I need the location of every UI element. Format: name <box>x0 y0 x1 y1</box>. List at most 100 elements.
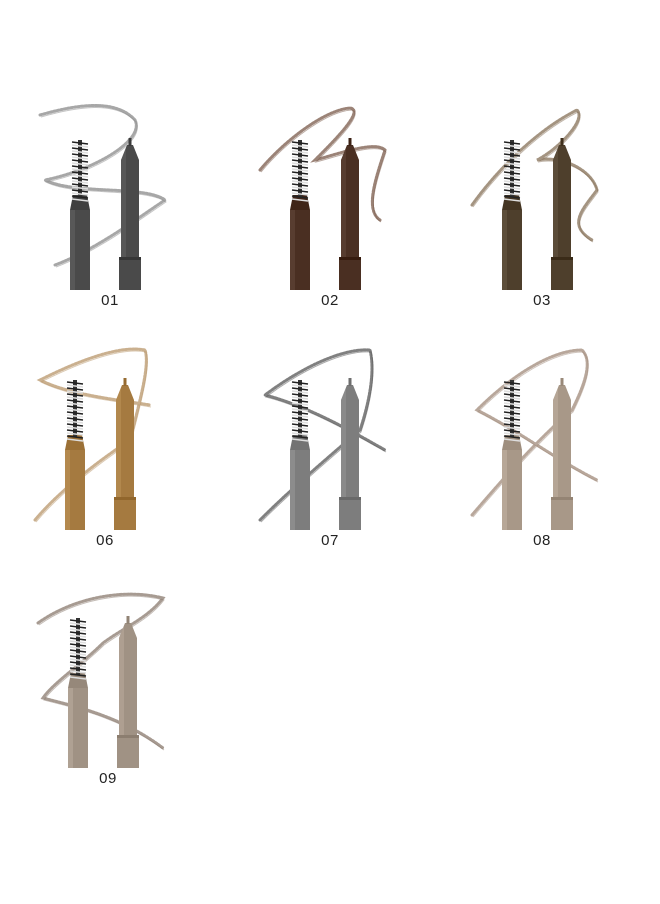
spoolie-bristle <box>503 399 521 403</box>
spoolie-bristle <box>69 673 87 677</box>
spoolie-bristle <box>503 159 521 163</box>
shade-swatch-02: 02 <box>255 100 405 310</box>
spoolie-bristle <box>69 667 87 671</box>
spoolie-bristle <box>66 387 84 391</box>
spoolie-bristle <box>66 438 84 442</box>
pencil-shaft <box>121 145 139 257</box>
spoolie-bristle <box>66 399 84 403</box>
pencil-body-highlight <box>502 450 507 530</box>
spoolie-bristle <box>291 141 309 145</box>
spoolie-bristle <box>503 183 521 187</box>
spoolie-bristle <box>291 396 309 400</box>
spoolie-bristle <box>71 150 89 154</box>
spoolie-bristle <box>291 435 309 439</box>
shade-swatch-08: 08 <box>467 340 617 550</box>
pencil-band <box>117 735 139 738</box>
spoolie-bristle <box>66 432 84 436</box>
spoolie-bristle <box>503 177 521 181</box>
pencil-tip <box>128 138 132 146</box>
spoolie-bristle <box>69 658 87 662</box>
pencil-body-highlight <box>502 210 507 290</box>
spoolie-bristle <box>503 150 521 154</box>
brow-pencil <box>502 138 573 290</box>
spoolie-bristle <box>66 411 84 415</box>
pencil-shaft-highlight <box>116 388 121 497</box>
spoolie-bristle <box>69 670 87 674</box>
spoolie-bristle <box>503 144 521 148</box>
spoolie-bristle <box>71 183 89 187</box>
spoolie-bristle <box>66 396 84 400</box>
pencil-tip <box>348 138 352 146</box>
spoolie-bristle <box>71 177 89 181</box>
spoolie-stem <box>510 380 514 437</box>
shade-label: 01 <box>101 292 119 309</box>
shade-label: 08 <box>533 532 551 549</box>
spoolie-bristle <box>291 165 309 169</box>
spoolie-bristle <box>69 676 87 680</box>
pencil-shaft <box>119 623 137 735</box>
spoolie-bristle <box>503 162 521 166</box>
spoolie-stem <box>510 140 514 197</box>
spoolie-bristle <box>291 195 309 199</box>
spoolie-bristle <box>291 180 309 184</box>
brow-pencil <box>502 378 573 530</box>
color-swatch-scribble-texture <box>40 107 167 268</box>
spoolie-bristle <box>503 393 521 397</box>
pencil-barrel <box>551 260 573 290</box>
spoolie-bristle <box>71 186 89 190</box>
spoolie-bristle <box>69 649 87 653</box>
pencil-illustration-07 <box>258 348 387 530</box>
spoolie-stem <box>76 618 80 675</box>
shade-label: 03 <box>533 292 551 309</box>
spoolie-bristle <box>503 432 521 436</box>
spoolie-bristle <box>291 399 309 403</box>
color-swatch-scribble-texture <box>35 350 152 523</box>
pencil-shaft-highlight <box>121 148 126 257</box>
pencil-shaft-highlight <box>553 388 558 497</box>
spoolie-stem <box>73 380 77 437</box>
spoolie-bristle <box>291 438 309 442</box>
pencil-shaft-highlight <box>553 148 558 257</box>
spoolie-bristle <box>503 387 521 391</box>
spoolie-bristle <box>291 393 309 397</box>
spoolie-bristle <box>291 432 309 436</box>
spoolie-bristle <box>71 159 89 163</box>
spoolie-bristle <box>66 423 84 427</box>
color-swatch-scribble-texture <box>260 351 387 523</box>
pencil-band <box>551 257 573 260</box>
spoolie-bristle <box>503 192 521 196</box>
color-swatch-scribble-texture <box>38 595 165 751</box>
pencil-shaft-highlight <box>341 148 346 257</box>
pencil-band <box>119 257 141 260</box>
spoolie-bristle <box>503 186 521 190</box>
spoolie-bristle <box>503 156 521 160</box>
spoolie-bristle <box>66 414 84 418</box>
pencil-shaft-highlight <box>119 626 124 735</box>
spoolie-bristle <box>291 189 309 193</box>
pencil-tip <box>348 378 352 386</box>
brow-pencil <box>70 138 141 290</box>
spoolie-bristle <box>71 189 89 193</box>
spoolie-bristle <box>69 628 87 632</box>
spoolie-bristle <box>291 159 309 163</box>
pencil-shaft <box>116 385 134 497</box>
brow-pencil <box>68 616 139 768</box>
pencil-illustration-08 <box>470 348 599 530</box>
shade-label: 06 <box>96 532 114 549</box>
spoolie-bristle <box>503 147 521 151</box>
spoolie-bristle <box>291 384 309 388</box>
spoolie-bristle <box>66 393 84 397</box>
pencil-barrel <box>117 738 139 768</box>
spoolie-bristle <box>66 420 84 424</box>
pencil-shaft <box>341 385 359 497</box>
pencil-illustration-03 <box>470 108 599 290</box>
spoolie-bristle <box>503 414 521 418</box>
spoolie-bristle <box>503 165 521 169</box>
spoolie-bristle <box>503 168 521 172</box>
pencil-barrel <box>114 500 136 530</box>
spoolie-bristle <box>503 198 521 202</box>
spoolie-bristle <box>66 408 84 412</box>
spoolie-bristle <box>291 423 309 427</box>
color-swatch-scribble <box>36 592 166 750</box>
color-swatch-scribble <box>258 348 387 522</box>
